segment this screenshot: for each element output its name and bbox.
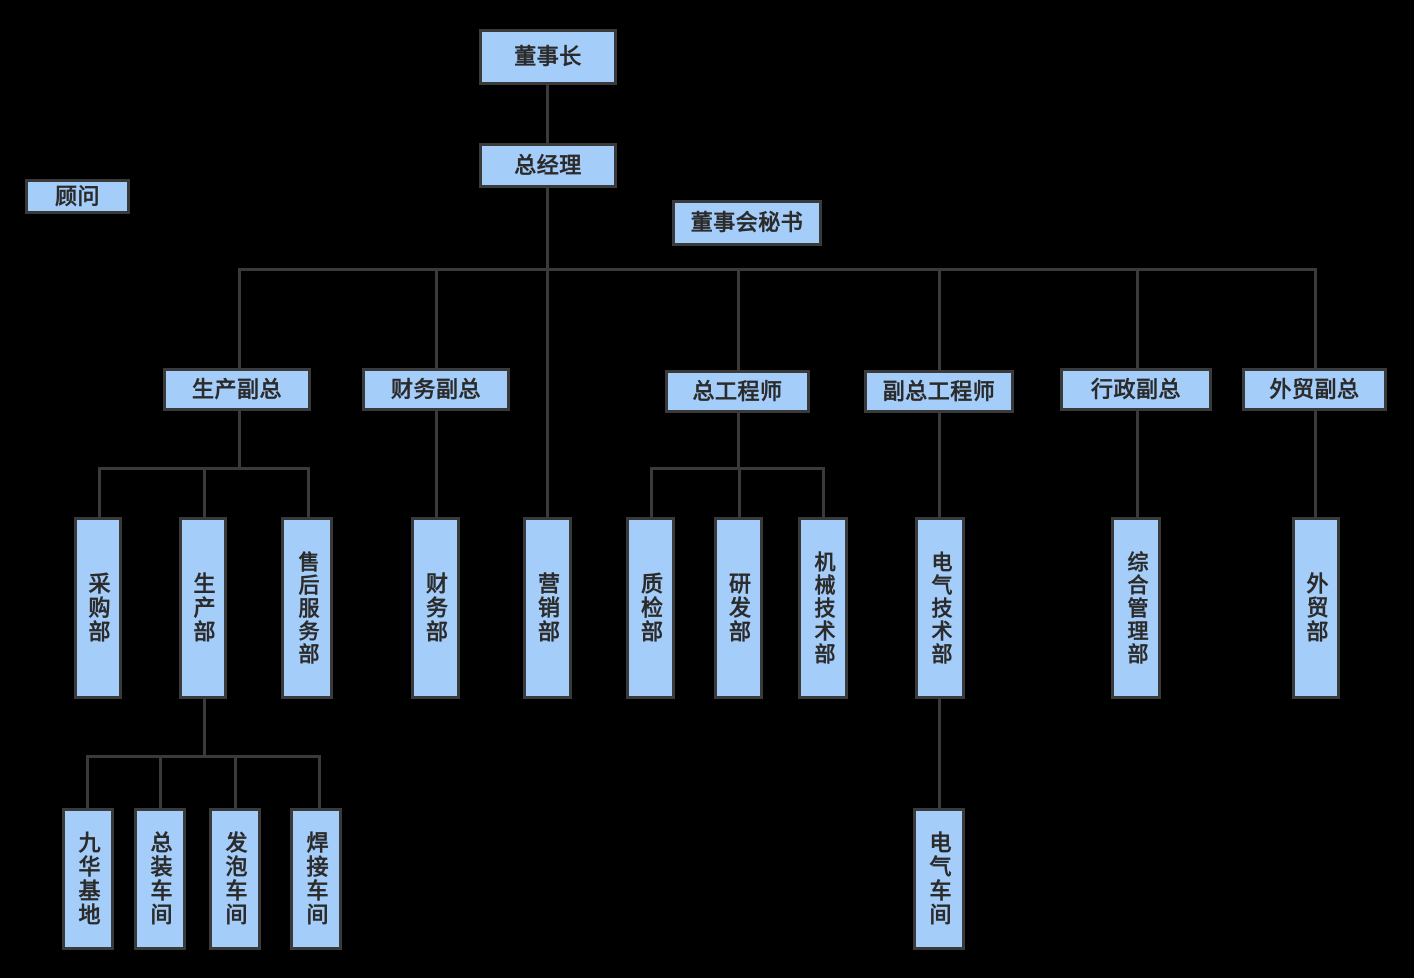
- org-node-dept-after-sales[interactable]: 售后服务部: [281, 517, 333, 699]
- org-node-ws-assembly[interactable]: 总装车间: [134, 808, 186, 950]
- connector-elec-tech-to-workshop: [938, 699, 941, 810]
- connector-bus-to-chief-engineer: [737, 268, 740, 370]
- connector-chief-engineer-bus: [650, 467, 824, 470]
- connector-drop-assembly: [159, 755, 162, 810]
- connector-deputy-chief-engineer-to-dept: [938, 413, 941, 519]
- connector-drop-after-sales: [307, 467, 310, 519]
- connector-chairman-to-gm: [546, 85, 549, 143]
- org-node-board-secretary[interactable]: 董事会秘书: [672, 200, 822, 246]
- org-node-advisor[interactable]: 顾问: [25, 179, 130, 214]
- org-node-dept-general-admin[interactable]: 综合管理部: [1111, 517, 1161, 699]
- org-node-dept-purchasing[interactable]: 采购部: [74, 517, 122, 699]
- connector-drop-jiuhua: [86, 755, 89, 810]
- connector-drop-welding: [318, 755, 321, 810]
- org-node-ws-electrical[interactable]: 电气车间: [913, 808, 965, 950]
- org-node-dept-mech-tech[interactable]: 机械技术部: [798, 517, 848, 699]
- connector-vp-finance-to-dept: [435, 411, 438, 519]
- connector-drop-rnd: [738, 467, 741, 519]
- org-node-vp-foreign-trade[interactable]: 外贸副总: [1242, 368, 1387, 411]
- connector-bus-to-deputy-chief-engineer: [938, 268, 941, 370]
- org-node-ws-foaming[interactable]: 发泡车间: [209, 808, 261, 950]
- org-node-chairman[interactable]: 董事长: [479, 29, 617, 85]
- connector-bus-to-vp-foreign-trade: [1314, 268, 1317, 368]
- org-node-chief-engineer[interactable]: 总工程师: [665, 370, 810, 413]
- connector-bus-to-vp-admin: [1136, 268, 1139, 368]
- org-node-deputy-chief-engineer[interactable]: 副总工程师: [864, 370, 1014, 413]
- org-node-ws-welding[interactable]: 焊接车间: [290, 808, 342, 950]
- org-node-dept-finance[interactable]: 财务部: [411, 517, 460, 699]
- org-node-vp-admin[interactable]: 行政副总: [1060, 368, 1212, 411]
- connector-gm-to-marketing: [546, 268, 549, 519]
- org-node-dept-production[interactable]: 生产部: [179, 517, 227, 699]
- org-node-dept-elec-tech[interactable]: 电气技术部: [915, 517, 965, 699]
- connector-vp-production-stem: [238, 411, 241, 469]
- connector-drop-mech-tech: [822, 467, 825, 519]
- connector-bus-to-vp-finance: [435, 268, 438, 368]
- connector-drop-quality: [650, 467, 653, 519]
- org-node-general-manager[interactable]: 总经理: [479, 143, 617, 188]
- org-node-dept-rnd[interactable]: 研发部: [714, 517, 763, 699]
- org-node-dept-marketing[interactable]: 营销部: [523, 517, 572, 699]
- org-node-ws-jiuhua-base[interactable]: 九华基地: [62, 808, 114, 950]
- connector-bus-to-vp-production: [238, 268, 241, 368]
- connector-chief-engineer-stem: [737, 413, 740, 469]
- connector-main-bus: [238, 268, 1317, 271]
- connector-workshop-bus: [86, 755, 321, 758]
- connector-drop-production-dept: [203, 467, 206, 519]
- connector-drop-foaming: [234, 755, 237, 810]
- org-node-vp-finance[interactable]: 财务副总: [362, 368, 510, 411]
- org-node-vp-production[interactable]: 生产副总: [163, 368, 311, 411]
- org-node-dept-foreign-trade[interactable]: 外贸部: [1292, 517, 1340, 699]
- connector-vp-foreign-trade-to-dept: [1314, 411, 1317, 519]
- connector-vp-admin-to-dept: [1136, 411, 1139, 519]
- connector-drop-purchasing: [98, 467, 101, 519]
- connector-production-dept-stem: [203, 699, 206, 757]
- org-node-dept-quality[interactable]: 质检部: [626, 517, 675, 699]
